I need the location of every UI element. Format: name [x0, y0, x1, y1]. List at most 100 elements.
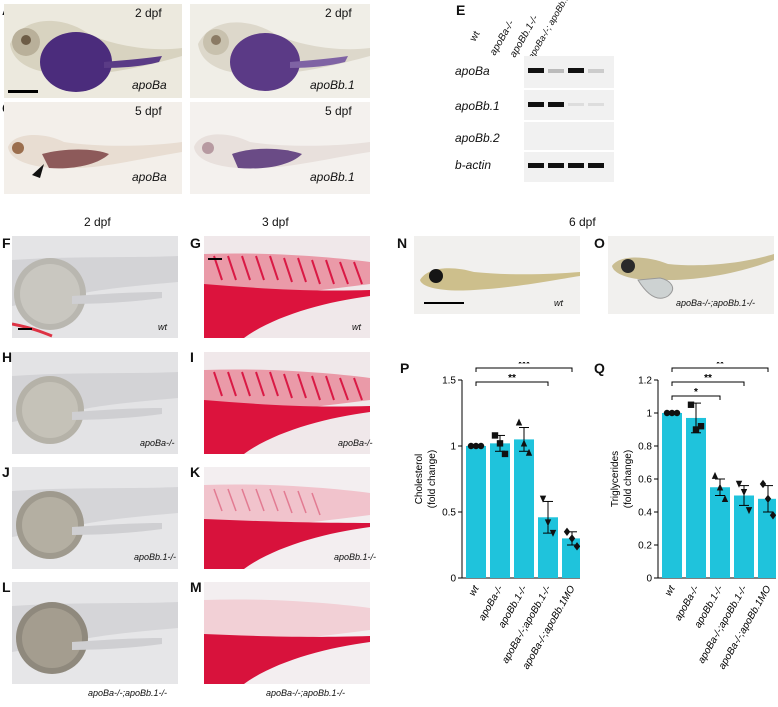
data-point [692, 426, 700, 433]
header-3dpf: 3 dpf [262, 215, 289, 229]
panel-label-f: F [2, 235, 11, 251]
gel-image [524, 56, 614, 182]
data-point [491, 432, 499, 439]
bar [734, 495, 754, 578]
y-axis-label: Cholesterol [414, 454, 425, 505]
significance-bracket [671, 381, 745, 386]
data-point [501, 450, 509, 458]
data-point [549, 529, 557, 537]
label-f: wt [158, 322, 167, 332]
data-point [563, 527, 571, 536]
larva-image-n [414, 236, 580, 314]
gel-gene-apobb1: apoBb.1 [455, 99, 500, 113]
lane-header-wt: wt [468, 29, 483, 44]
embryo-image-g [204, 236, 370, 338]
x-tick-label: wt [663, 583, 678, 598]
gel-gene-apobb2: apoBb.2 [455, 131, 500, 145]
data-point [467, 442, 475, 450]
label-k: apoBb.1-/- [334, 552, 377, 562]
data-point [697, 423, 705, 430]
embryo-drawing-h [12, 372, 178, 444]
embryo-drawing-g [204, 253, 370, 338]
significance-label: ** [508, 373, 516, 384]
data-point [759, 479, 767, 489]
gene-label-b: apoBb.1 [310, 78, 355, 92]
embryo-image-m [204, 582, 370, 684]
label-o: apoBa-/-;apoBb.1-/- [676, 298, 756, 308]
data-point [477, 442, 485, 450]
larva-drawing-n [420, 268, 580, 304]
stage-label-a: 2 dpf [135, 6, 162, 20]
stage-label-b: 2 dpf [325, 6, 352, 20]
embryo-drawing-i [204, 369, 370, 454]
data-point [769, 511, 776, 520]
label-h: apoBa-/- [140, 438, 175, 448]
panel-label-m: M [190, 579, 202, 595]
bar [466, 446, 486, 578]
embryo-image-c [4, 102, 182, 194]
panel-label-l: L [2, 579, 11, 595]
y-axis-label-unit: (fold change) [623, 450, 634, 508]
header-2dpf: 2 dpf [84, 215, 111, 229]
data-point [544, 519, 552, 527]
data-point [539, 495, 547, 503]
data-point [668, 409, 676, 417]
data-point [496, 440, 504, 447]
panel-label-i: I [190, 349, 194, 365]
embryo-drawing-a [8, 20, 182, 93]
embryo-image-h [12, 352, 178, 454]
data-point [740, 489, 748, 496]
significance-bracket [475, 381, 549, 386]
embryo-image-d [190, 102, 370, 194]
bar [662, 413, 682, 578]
data-point [525, 448, 533, 456]
panel-label-p: P [400, 360, 410, 376]
data-point [721, 495, 729, 502]
embryo-drawing-k [204, 484, 370, 569]
bar [490, 443, 510, 578]
significance-label: * [694, 387, 698, 398]
embryo-drawing-j [12, 487, 178, 559]
embryo-drawing-m [204, 599, 370, 684]
y-tick-label: 0 [450, 574, 456, 585]
bar [758, 498, 776, 578]
y-tick-label: 1.5 [442, 376, 456, 387]
y-tick-label: 0.8 [638, 442, 652, 453]
gene-label-c: apoBa [132, 170, 167, 184]
significance-label: *** [518, 362, 530, 370]
data-point [764, 494, 772, 503]
stage-label-c: 5 dpf [135, 104, 162, 118]
label-g: wt [352, 322, 361, 332]
gel-gene-bactin: b-actin [455, 158, 492, 172]
y-tick-label: 0.6 [638, 475, 652, 486]
bar [686, 417, 706, 578]
gene-label-a: apoBa [132, 78, 167, 92]
significance-label: ** [704, 373, 712, 384]
embryo-drawing-d [194, 134, 370, 169]
embryo-image-i [204, 352, 370, 454]
data-point [472, 442, 480, 450]
data-point [687, 401, 695, 408]
data-point [520, 439, 528, 447]
y-axis-label-unit: (fold change) [427, 450, 438, 508]
data-point [735, 480, 743, 488]
embryo-drawing-c [8, 135, 182, 178]
label-n: wt [554, 298, 563, 308]
y-axis-label: Triglycerides [610, 451, 621, 507]
panel-label-e: E [456, 2, 466, 18]
embryo-drawing-f [12, 256, 178, 338]
embryo-image-k [204, 467, 370, 569]
data-point [663, 409, 671, 417]
embryo-image-a [4, 4, 182, 98]
y-tick-label: 0 [646, 574, 652, 585]
panel-label-q: Q [594, 360, 605, 376]
header-6dpf: 6 dpf [569, 215, 596, 229]
larva-image-o [608, 236, 774, 314]
label-l: apoBa-/-;apoBb.1-/- [88, 688, 168, 698]
data-point [673, 409, 681, 417]
bar [514, 439, 534, 578]
gene-label-d: apoBb.1 [310, 170, 355, 184]
embryo-image-b [190, 4, 370, 98]
embryo-image-l [12, 582, 178, 684]
